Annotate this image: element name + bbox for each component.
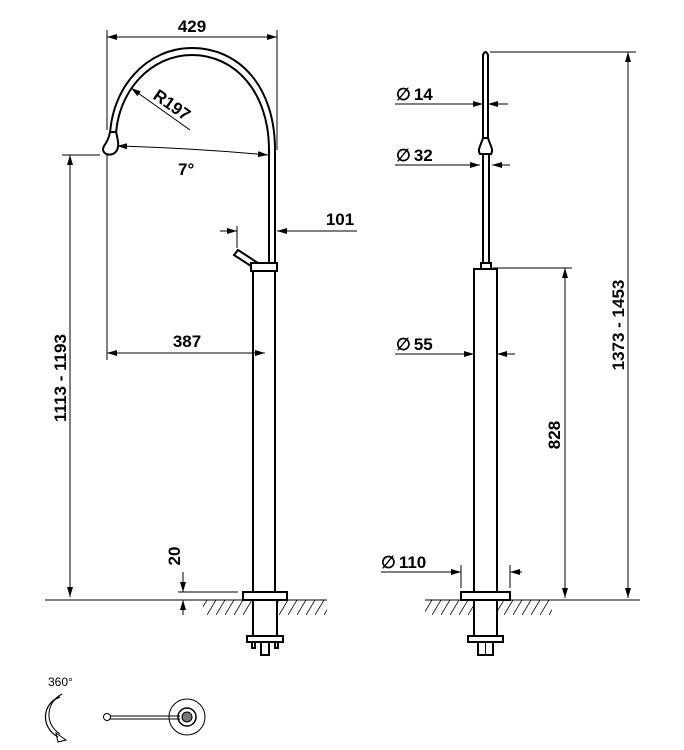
spout-tip — [102, 131, 120, 156]
dimension-height-828: 828 — [493, 267, 640, 601]
column — [252, 270, 276, 593]
top-view-faucet — [103, 698, 206, 736]
dim-32-label: 32 — [414, 146, 433, 165]
dim-radius-label: R197 — [150, 86, 194, 125]
dim-101-label: 101 — [326, 210, 354, 229]
rotation-label: 360° — [48, 675, 73, 689]
svg-text:∅32: ∅32 — [396, 146, 433, 165]
dim-14-label: 14 — [414, 85, 433, 104]
dimension-height-1373-1453: 1373 - 1453 — [490, 51, 636, 598]
svg-text:∅110: ∅110 — [381, 553, 426, 572]
diameter-symbol: ∅ — [396, 146, 411, 165]
dimension-reach-387: 387 — [106, 155, 265, 360]
diameter-symbol: ∅ — [396, 85, 411, 104]
dimension-angle: 7° — [116, 143, 269, 179]
spout-drop — [477, 137, 494, 155]
dimension-diameter-32: ∅32 — [395, 146, 510, 168]
rotation-arrow-icon — [44, 693, 68, 743]
dim-55-label: 55 — [414, 335, 433, 354]
dim-20-label: 20 — [165, 547, 184, 566]
diameter-symbol: ∅ — [381, 553, 396, 572]
dim-angle-label: 7° — [178, 160, 194, 179]
column — [473, 268, 498, 593]
dimension-height-1113-1193: 1113 - 1193 — [45, 154, 243, 601]
svg-text:∅55: ∅55 — [396, 335, 433, 354]
rotation-indicator: 360° — [44, 675, 73, 743]
dim-1113-label: 1113 - 1193 — [51, 334, 70, 422]
dimension-width-429: 429 — [106, 17, 278, 150]
dim-110-label: 110 — [399, 553, 426, 572]
flange — [242, 591, 288, 601]
dim-429-label: 429 — [178, 17, 206, 36]
front-view-faucet — [425, 51, 552, 656]
dimension-lever-101: 101 — [220, 210, 357, 248]
side-view-faucet — [102, 46, 327, 656]
dim-1373-label: 1373 - 1453 — [609, 280, 628, 371]
dimension-diameter-14: ∅14 — [395, 85, 508, 107]
dim-387-label: 387 — [173, 332, 201, 351]
dim-828-label: 828 — [545, 421, 564, 449]
flange — [460, 591, 511, 601]
diameter-symbol: ∅ — [396, 335, 411, 354]
svg-text:∅14: ∅14 — [396, 85, 433, 104]
dimension-diameter-55: ∅55 — [395, 335, 515, 357]
dimension-flange-20: 20 — [165, 547, 238, 615]
dimension-radius: R197 — [130, 86, 194, 131]
dimension-diameter-110: ∅110 — [381, 553, 522, 588]
